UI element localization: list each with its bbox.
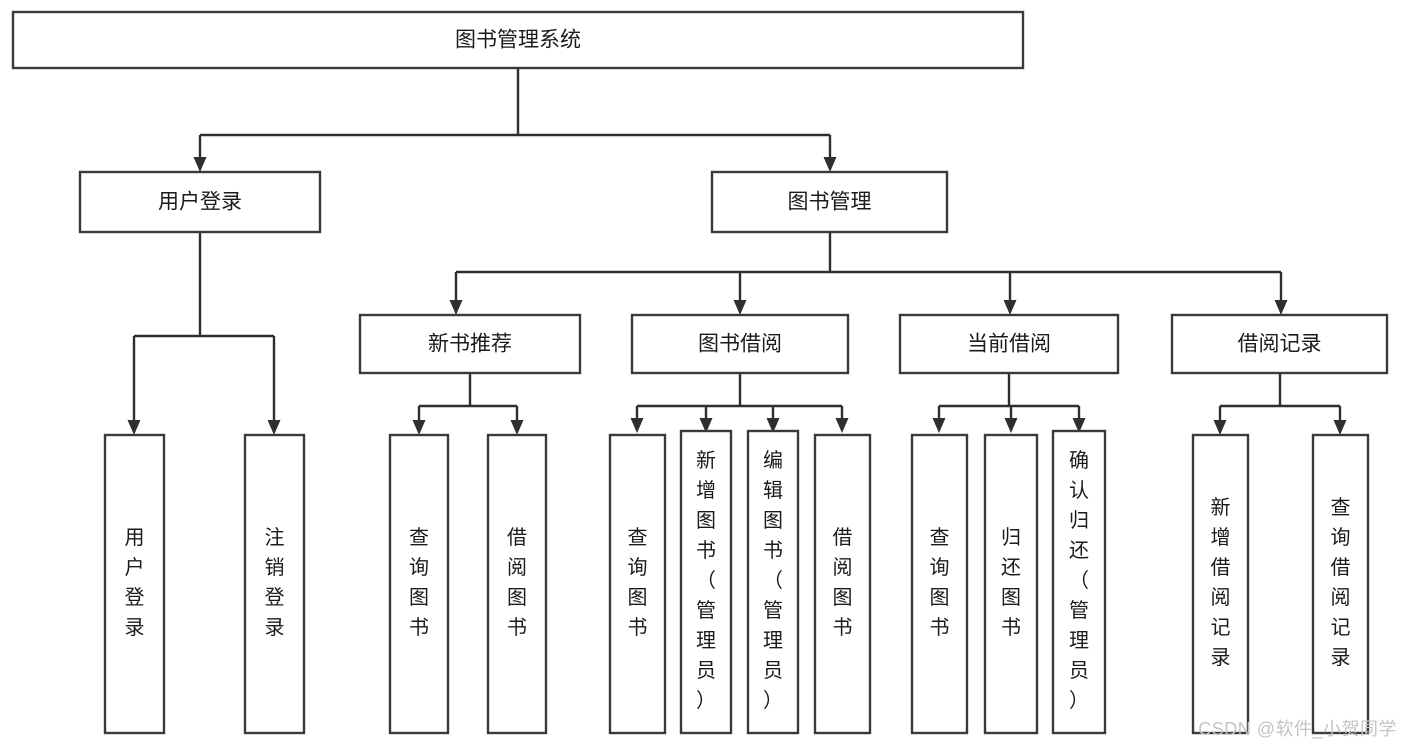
node-label: 查询图书 <box>409 526 429 639</box>
connector-arrow-icon <box>267 420 281 435</box>
node-label: 新增图书（管理员） <box>696 449 716 712</box>
node-label: 借阅记录 <box>1238 333 1322 356</box>
node-label: 编辑图书（管理员） <box>763 449 783 712</box>
connector-arrow-icon <box>932 418 946 433</box>
node-level3-book-borrow[interactable]: 图书借阅 <box>630 313 850 375</box>
node-level3-current-borrow[interactable]: 当前借阅 <box>898 313 1120 375</box>
connector-arrow-icon <box>193 157 207 172</box>
node-label: 查询图书 <box>930 526 950 639</box>
connector-arrow-icon <box>412 420 426 435</box>
node-leaf-leaf-borrow-book-rec[interactable]: 借阅图书 <box>486 433 548 735</box>
connector-arrow-icon <box>630 418 644 433</box>
node-leaf-leaf-user-login[interactable]: 用户登录 <box>103 433 166 735</box>
node-box[interactable] <box>243 433 306 735</box>
node-box[interactable] <box>1191 433 1250 735</box>
node-layer: 图书管理系统用户登录图书管理新书推荐图书借阅当前借阅借阅记录用户登录注销登录查询… <box>11 10 1389 735</box>
node-leaf-leaf-edit-book[interactable]: 编辑图书（管理员） <box>746 429 800 735</box>
node-leaf-leaf-add-borrow-rec[interactable]: 新增借阅记录 <box>1191 433 1250 735</box>
node-box[interactable] <box>710 170 949 234</box>
node-box[interactable] <box>746 429 800 735</box>
connector-group-bookmgmt_to_level3 <box>449 232 1288 315</box>
node-box[interactable] <box>1051 429 1107 735</box>
node-leaf-leaf-query-book-rec[interactable]: 查询图书 <box>388 433 450 735</box>
connector-arrow-icon <box>1213 420 1227 435</box>
connector-group-rec_to_leaves <box>412 373 524 435</box>
node-leaf-leaf-borrow-book-bor[interactable]: 借阅图书 <box>813 433 872 735</box>
node-leaf-leaf-logout-login[interactable]: 注销登录 <box>243 433 306 735</box>
connector-group-root_to_level2 <box>193 68 837 172</box>
node-level2-book-management[interactable]: 图书管理 <box>710 170 949 234</box>
node-label: 查询借阅记录 <box>1331 496 1351 669</box>
node-level3-borrow-record[interactable]: 借阅记录 <box>1170 313 1389 375</box>
node-label: 借阅图书 <box>507 526 527 639</box>
connector-arrow-icon <box>1274 300 1288 315</box>
node-box[interactable] <box>898 313 1120 375</box>
connector-arrow-icon <box>1072 418 1086 433</box>
node-box[interactable] <box>1311 433 1370 735</box>
connector-layer <box>127 68 1347 435</box>
connector-arrow-icon <box>127 420 141 435</box>
connector-arrow-icon <box>823 157 837 172</box>
node-label: 新书推荐 <box>428 333 512 356</box>
node-root-root[interactable]: 图书管理系统 <box>11 10 1025 70</box>
node-label: 当前借阅 <box>967 333 1051 356</box>
node-label: 注销登录 <box>265 526 285 639</box>
node-box[interactable] <box>910 433 969 735</box>
node-level2-user-login[interactable]: 用户登录 <box>78 170 322 234</box>
connector-group-current_to_leaves <box>932 373 1086 433</box>
node-leaf-leaf-return-book[interactable]: 归还图书 <box>983 433 1039 735</box>
connector-arrow-icon <box>733 300 747 315</box>
connector-arrow-icon <box>1004 418 1018 433</box>
node-label: 借阅图书 <box>833 526 853 639</box>
node-leaf-leaf-confirm-return[interactable]: 确认归还（管理员） <box>1051 429 1107 735</box>
node-leaf-leaf-query-borrow-rec[interactable]: 查询借阅记录 <box>1311 433 1370 735</box>
node-leaf-leaf-query-book-bor[interactable]: 查询图书 <box>608 433 667 735</box>
node-box[interactable] <box>1170 313 1389 375</box>
connector-arrow-icon <box>1003 300 1017 315</box>
node-label: 图书借阅 <box>698 333 782 356</box>
node-box[interactable] <box>103 433 166 735</box>
node-box[interactable] <box>813 433 872 735</box>
connector-group-record_to_leaves <box>1213 373 1347 435</box>
node-label: 确认归还（管理员） <box>1069 449 1089 712</box>
node-label: 新增借阅记录 <box>1211 496 1231 669</box>
node-box[interactable] <box>11 10 1025 70</box>
node-box[interactable] <box>679 429 733 735</box>
connector-group-userlogin_to_leaves <box>127 232 281 435</box>
node-level3-new-book-recommend[interactable]: 新书推荐 <box>358 313 582 375</box>
node-box[interactable] <box>486 433 548 735</box>
connector-arrow-icon <box>510 420 524 435</box>
connector-arrow-icon <box>699 418 713 433</box>
connector-arrow-icon <box>835 418 849 433</box>
connector-arrow-icon <box>766 418 780 433</box>
connector-group-borrow_to_leaves <box>630 373 849 433</box>
node-box[interactable] <box>983 433 1039 735</box>
node-box[interactable] <box>358 313 582 375</box>
node-label: 查询图书 <box>628 526 648 639</box>
connector-arrow-icon <box>1333 420 1347 435</box>
node-leaf-leaf-query-book-cur[interactable]: 查询图书 <box>910 433 969 735</box>
node-label: 归还图书 <box>1001 526 1021 639</box>
node-box[interactable] <box>630 313 850 375</box>
node-box[interactable] <box>608 433 667 735</box>
node-label: 图书管理系统 <box>455 29 581 52</box>
node-box[interactable] <box>388 433 450 735</box>
node-label: 用户登录 <box>125 527 145 639</box>
node-leaf-leaf-add-book[interactable]: 新增图书（管理员） <box>679 429 733 735</box>
node-label: 用户登录 <box>158 191 242 214</box>
connector-arrow-icon <box>449 300 463 315</box>
node-label: 图书管理 <box>788 191 872 214</box>
node-box[interactable] <box>78 170 322 234</box>
